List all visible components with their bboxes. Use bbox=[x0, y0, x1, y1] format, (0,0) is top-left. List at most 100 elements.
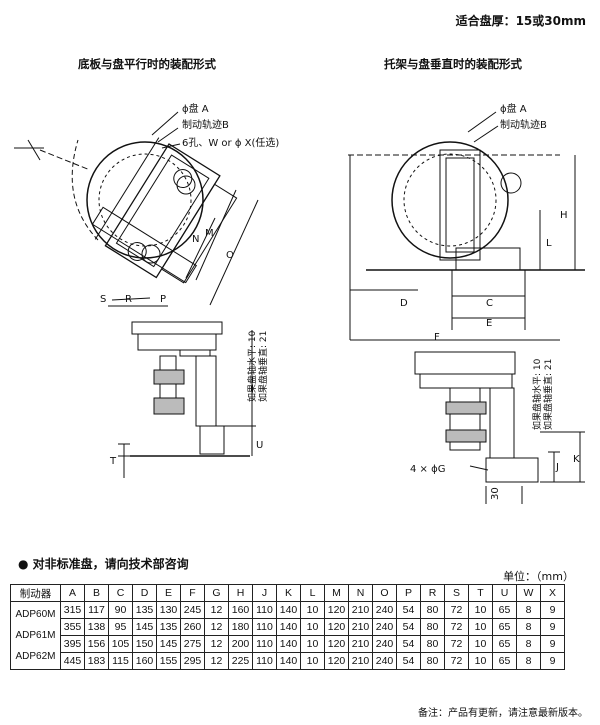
table-cell: 120 bbox=[324, 618, 349, 636]
table-cell: 10 bbox=[468, 652, 493, 670]
label-c: C bbox=[486, 298, 493, 309]
table-header-row: 制动器 A B C D E F G H J K L M N O P R S T … bbox=[10, 584, 565, 602]
table-cell: 72 bbox=[444, 652, 469, 670]
header-cell: W bbox=[516, 584, 541, 602]
table-cell: 72 bbox=[444, 635, 469, 653]
table-cell: 120 bbox=[324, 601, 349, 619]
header-cell: H bbox=[228, 584, 253, 602]
table-cell: 155 bbox=[156, 652, 181, 670]
header-cell: B bbox=[84, 584, 109, 602]
table-cell: 240 bbox=[372, 635, 397, 653]
header-cell: J bbox=[252, 584, 277, 602]
header-cell: O bbox=[372, 584, 397, 602]
table-cell: 65 bbox=[492, 618, 517, 636]
table-cell: 54 bbox=[396, 635, 421, 653]
table-cell: 140 bbox=[276, 618, 301, 636]
left-axis-note-horizontal: 如果盘轴水平: 10 bbox=[246, 330, 258, 402]
table-cell: 12 bbox=[204, 652, 229, 670]
header-cell: T bbox=[468, 584, 493, 602]
model-name: ADP62M bbox=[15, 651, 56, 662]
label-t: T bbox=[109, 456, 117, 467]
table-cell: 240 bbox=[372, 618, 397, 636]
left-drawing-caption: 底板与盘平行时的装配形式 bbox=[78, 57, 216, 71]
table-cell: 10 bbox=[468, 635, 493, 653]
right-technical-drawing: ϕ盘 A 制动轨迹B H L D C E F J K 4 × ϕG 30 如果盘… bbox=[348, 102, 585, 504]
header-cell: A bbox=[60, 584, 85, 602]
right-drawing-caption: 托架与盘垂直时的装配形式 bbox=[384, 57, 522, 71]
table-cell: 72 bbox=[444, 601, 469, 619]
table-cell: 110 bbox=[252, 618, 277, 636]
header-cell: F bbox=[180, 584, 205, 602]
header-cell: D bbox=[132, 584, 157, 602]
label-disc-a: ϕ盘 A bbox=[182, 102, 209, 115]
table-cell: 80 bbox=[420, 601, 445, 619]
table-cell: 210 bbox=[348, 652, 373, 670]
left-technical-drawing: ϕ盘 A 制动轨迹B 6孔、W or ϕ X(任选) N M O S R P T… bbox=[14, 102, 279, 478]
table-cell: 10 bbox=[468, 618, 493, 636]
header-cell: 制动器 bbox=[10, 584, 61, 602]
table-cell: 183 bbox=[84, 652, 109, 670]
header-cell: E bbox=[156, 584, 181, 602]
table-cell: 138 bbox=[84, 618, 109, 636]
table-cell: 72 bbox=[444, 618, 469, 636]
header-cell: G bbox=[204, 584, 229, 602]
table-cell: 180 bbox=[228, 618, 253, 636]
model-name: ADP60M bbox=[15, 609, 56, 620]
table-cell: 135 bbox=[132, 601, 157, 619]
table-cell: 117 bbox=[84, 601, 109, 619]
table-cell: 95 bbox=[108, 618, 133, 636]
table-cell: 210 bbox=[348, 601, 373, 619]
label-n: N bbox=[192, 234, 199, 245]
unit-label: 单位：（mm） bbox=[503, 570, 574, 583]
label-o: O bbox=[226, 250, 234, 261]
table-cell: 8 bbox=[516, 618, 541, 636]
table-cell: 80 bbox=[420, 618, 445, 636]
label-j: J bbox=[555, 462, 559, 473]
remark-text: 备注：产品有更新，请注意最新版本。 bbox=[418, 708, 588, 719]
table-cell: 156 bbox=[84, 635, 109, 653]
label-s: S bbox=[100, 294, 106, 305]
label-r: R bbox=[125, 294, 132, 305]
table-cell: 80 bbox=[420, 652, 445, 670]
model-cell: ADP60M ADP61M ADP62M bbox=[10, 601, 61, 670]
header-cell: S bbox=[444, 584, 469, 602]
table-cell: 10 bbox=[468, 601, 493, 619]
label-m: M bbox=[205, 228, 214, 239]
label-e: E bbox=[486, 318, 492, 329]
table-cell: 355 bbox=[60, 618, 85, 636]
table-cell: 105 bbox=[108, 635, 133, 653]
table-cell: 260 bbox=[180, 618, 205, 636]
table-cell: 395 bbox=[60, 635, 85, 653]
table-cell: 160 bbox=[132, 652, 157, 670]
table-cell: 145 bbox=[132, 618, 157, 636]
table-cell: 10 bbox=[300, 652, 325, 670]
table-cell: 12 bbox=[204, 635, 229, 653]
table-cell: 110 bbox=[252, 635, 277, 653]
header-cell: R bbox=[420, 584, 445, 602]
table-cell: 295 bbox=[180, 652, 205, 670]
model-name: ADP61M bbox=[15, 630, 56, 641]
table-cell: 12 bbox=[204, 618, 229, 636]
label-p: P bbox=[160, 294, 166, 305]
label-holes: 6孔、W or ϕ X(任选) bbox=[182, 136, 279, 149]
table-cell: 54 bbox=[396, 652, 421, 670]
label-track-b-right: 制动轨迹B bbox=[500, 118, 547, 131]
table-cell: 140 bbox=[276, 635, 301, 653]
table-cell: 9 bbox=[540, 635, 565, 653]
header-cell: X bbox=[540, 584, 565, 602]
label-f: F bbox=[434, 332, 440, 343]
label-k: K bbox=[573, 454, 580, 465]
non-standard-disc-note: ● 对非标准盘，请向技术部咨询 bbox=[18, 557, 189, 571]
table-cell: 10 bbox=[300, 601, 325, 619]
table-cell: 9 bbox=[540, 601, 565, 619]
table-cell: 315 bbox=[60, 601, 85, 619]
table-cell: 245 bbox=[180, 601, 205, 619]
table-cell: 120 bbox=[324, 635, 349, 653]
header-cell: L bbox=[300, 584, 325, 602]
table-cell: 240 bbox=[372, 601, 397, 619]
label-l: L bbox=[546, 238, 552, 249]
label-d: D bbox=[400, 298, 408, 309]
table-cell: 54 bbox=[396, 618, 421, 636]
table-cell: 145 bbox=[156, 635, 181, 653]
